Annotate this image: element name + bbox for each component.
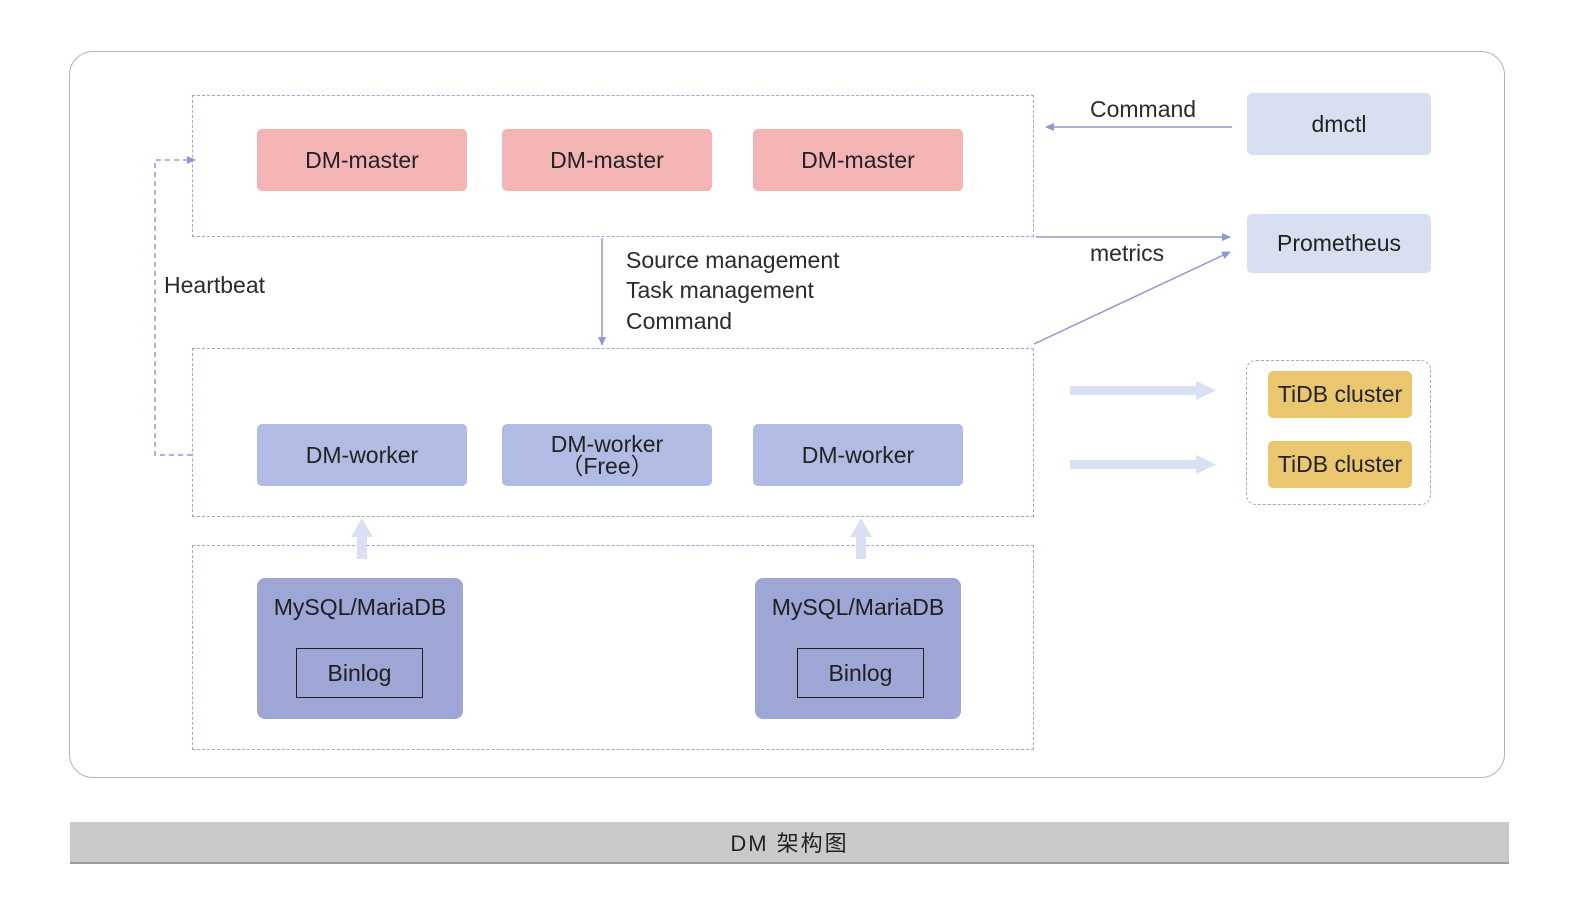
source-group bbox=[192, 545, 1034, 750]
dm-worker-free-status: （Free） bbox=[560, 453, 654, 479]
figure-caption: DM 架构图 bbox=[70, 822, 1509, 864]
dm-worker-node: DM-worker bbox=[753, 424, 963, 486]
task-management-label: Task management bbox=[626, 277, 814, 303]
mysql-source: MySQL/MariaDB Binlog bbox=[755, 578, 961, 719]
dm-master-node: DM-master bbox=[257, 129, 467, 191]
binlog-box: Binlog bbox=[797, 648, 924, 698]
heartbeat-label: Heartbeat bbox=[164, 272, 266, 298]
tidb-cluster-node: TiDB cluster bbox=[1268, 371, 1412, 418]
dm-master-node: DM-master bbox=[502, 129, 712, 191]
dm-worker-node: DM-worker bbox=[257, 424, 467, 486]
tidb-cluster-node: TiDB cluster bbox=[1268, 441, 1412, 488]
binlog-box: Binlog bbox=[296, 648, 423, 698]
dm-master-node: DM-master bbox=[753, 129, 963, 191]
command-label: Command bbox=[1090, 96, 1197, 122]
command-management-label: Command bbox=[626, 308, 733, 334]
dmctl-node: dmctl bbox=[1247, 93, 1431, 155]
metrics-label: metrics bbox=[1090, 240, 1165, 266]
mysql-source-title: MySQL/MariaDB bbox=[273, 594, 447, 620]
source-management-label: Source management bbox=[626, 247, 840, 273]
dm-worker-free-title: DM-worker bbox=[550, 431, 664, 457]
tidb-group bbox=[1246, 360, 1431, 505]
diagram-frame bbox=[69, 51, 1505, 778]
prometheus-node: Prometheus bbox=[1247, 214, 1431, 273]
mysql-source: MySQL/MariaDB Binlog bbox=[257, 578, 463, 719]
dm-worker-free-node: DM-worker （Free） bbox=[502, 424, 712, 486]
mysql-source-title: MySQL/MariaDB bbox=[771, 594, 945, 620]
